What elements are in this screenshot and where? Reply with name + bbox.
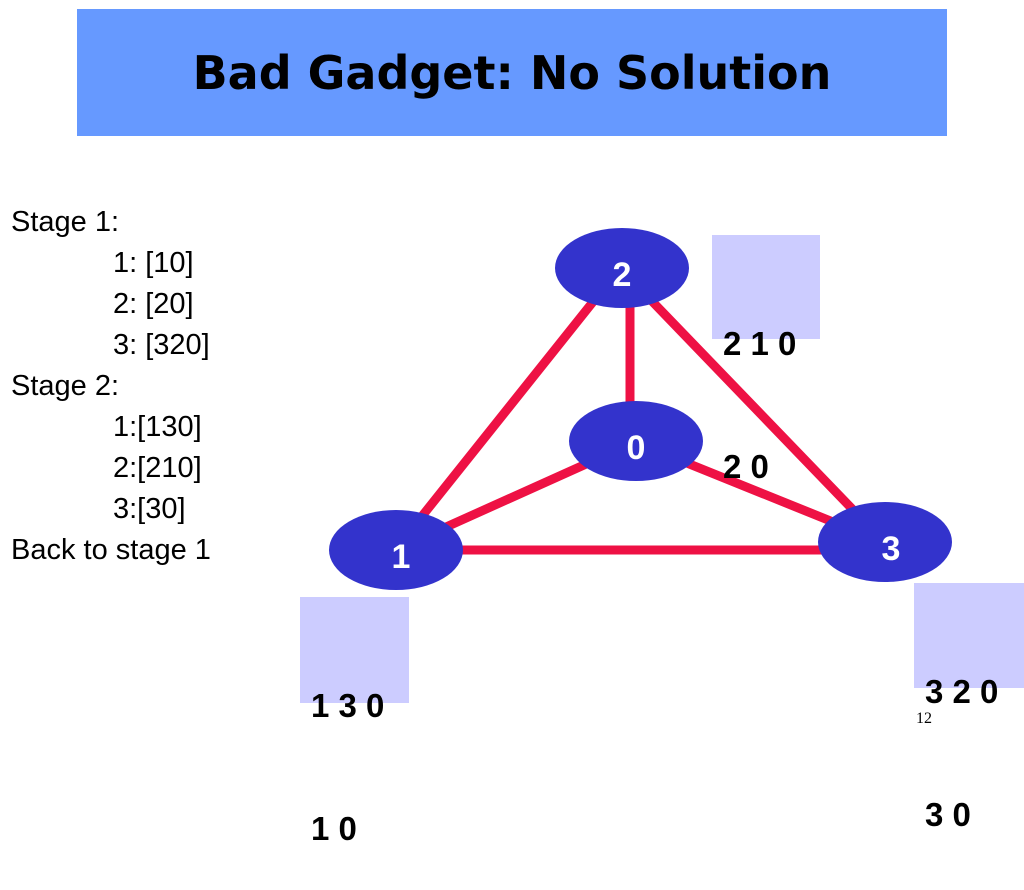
node-3: 3 [818, 502, 952, 582]
node-2-label: 2 [613, 256, 632, 294]
node-2-preferences: 2 1 0 2 0 [712, 235, 820, 485]
pref-route: 2 1 0 [723, 325, 797, 362]
node-2-ellipse [555, 228, 689, 308]
page-number: 12 [916, 710, 932, 727]
pref-route: 3 2 0 [925, 673, 999, 710]
pref-route: 2 0 [723, 448, 769, 485]
node-3-label: 3 [882, 530, 901, 568]
stage-entry: 3: [320] [113, 329, 210, 361]
stage-entry: 1: [10] [113, 247, 194, 279]
node-3-preferences: 3 2 0 3 0 [914, 583, 1024, 833]
stage-heading: Stage 2: [11, 370, 120, 402]
node-0-label: 0 [627, 429, 646, 467]
stage-entry: 3:[30] [113, 493, 186, 525]
stage-entry: 2: [20] [113, 288, 194, 320]
title-bar: Bad Gadget: No Solution [77, 9, 947, 136]
node-0: 0 [569, 401, 703, 481]
slide-title: Bad Gadget: No Solution [192, 45, 832, 100]
node-2: 2 [555, 228, 689, 308]
stage-list: Stage 1: 1: [10] 2: [20] 3: [320] Stage … [11, 202, 211, 571]
pref-route: 1 0 [311, 810, 357, 847]
node-1-preferences: 1 3 0 1 0 [300, 597, 409, 847]
stage-footer: Back to stage 1 [11, 534, 211, 566]
edge-2-3 [615, 263, 890, 548]
pref-route: 1 3 0 [311, 687, 385, 724]
pref-route: 3 0 [925, 796, 971, 833]
node-3-ellipse [818, 502, 952, 582]
node-0-ellipse [569, 401, 703, 481]
stage-entry: 1:[130] [113, 411, 202, 443]
edge-2-1 [390, 263, 625, 555]
node-1-ellipse [329, 510, 463, 590]
node-1: 1 [329, 510, 463, 590]
network-diagram: 2 0 1 3 [329, 228, 952, 590]
node-1-label: 1 [392, 538, 411, 576]
stage-heading: Stage 1: [11, 206, 120, 238]
stage-entry: 2:[210] [113, 452, 202, 484]
